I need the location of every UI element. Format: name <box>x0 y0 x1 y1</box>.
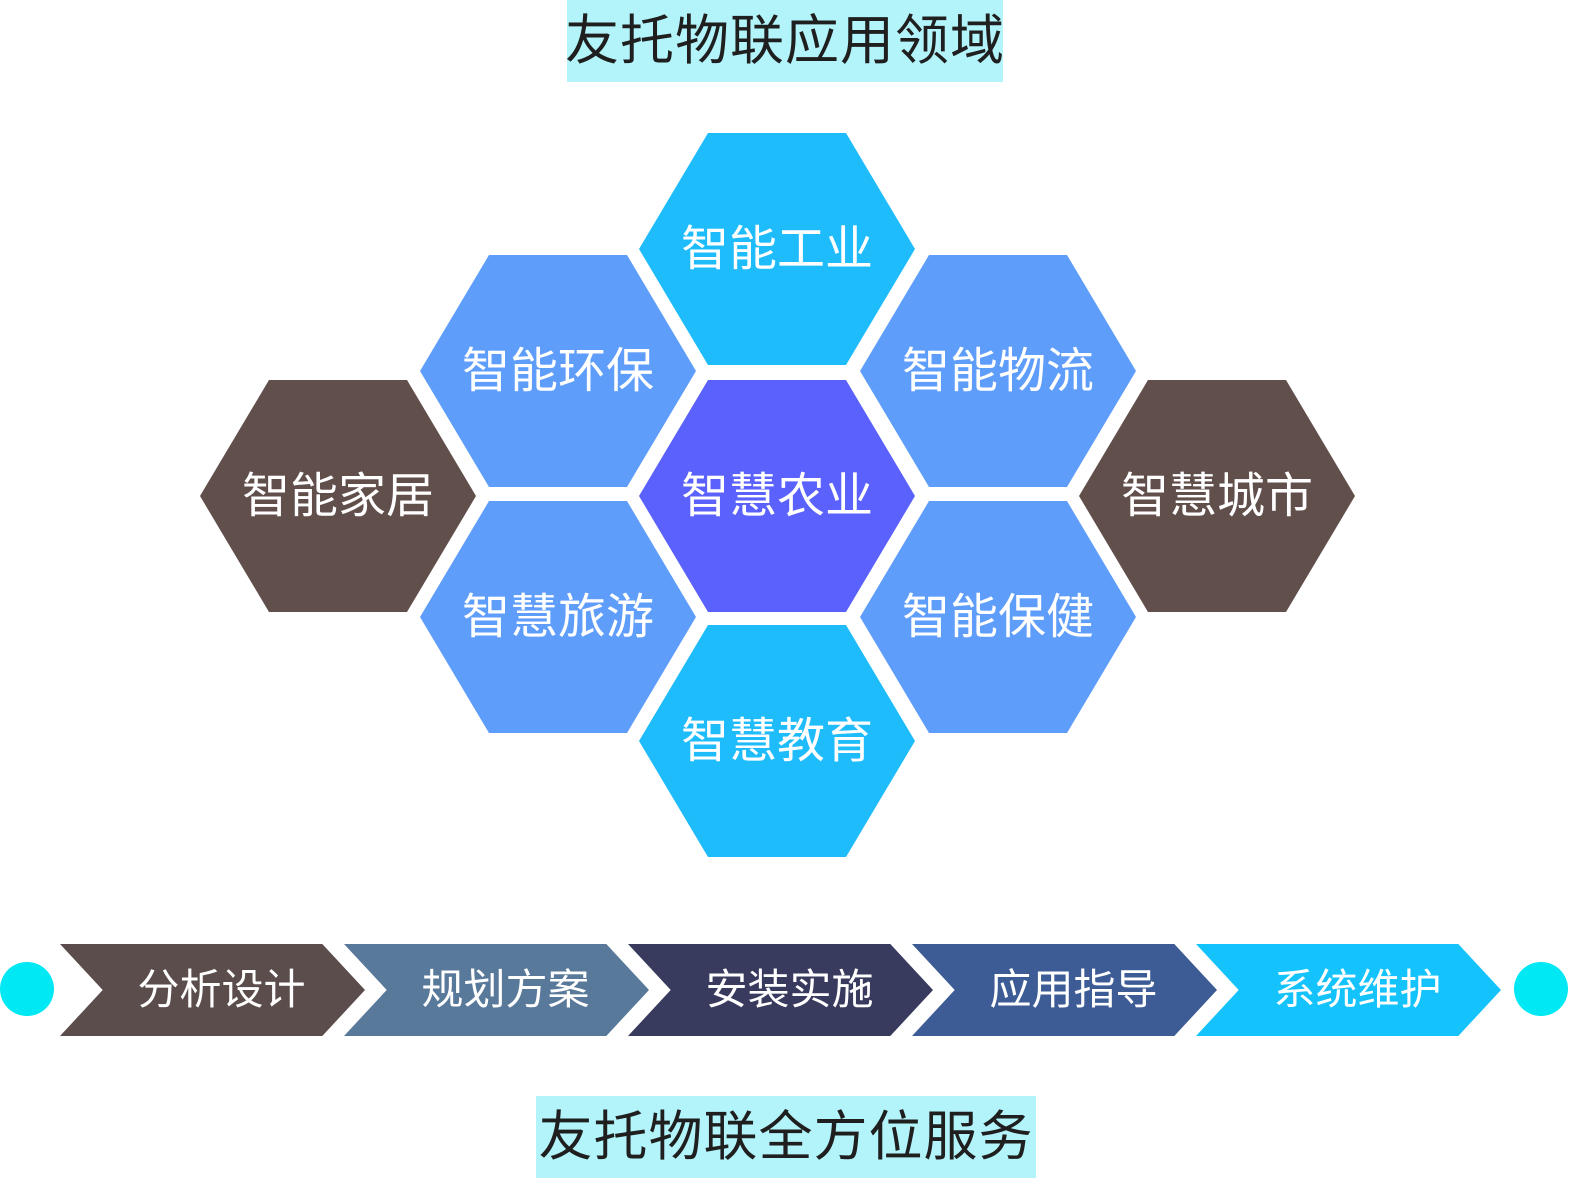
hex-smart-agriculture: 智慧农业 <box>639 380 915 612</box>
top-title: 友托物联应用领域 <box>565 0 1004 82</box>
step-guidance: 应用指导 <box>912 944 1217 1036</box>
step-label: 分析设计 <box>137 965 306 1014</box>
hex-label: 智能环保 <box>461 343 654 399</box>
hex-label: 智慧农业 <box>680 468 873 524</box>
hex-smart-logistics: 智能物流 <box>860 255 1136 487</box>
hex-smart-environment: 智能环保 <box>420 255 696 487</box>
hex-smart-industry: 智能工业 <box>639 133 915 365</box>
hex-label: 智慧教育 <box>680 713 873 769</box>
hex-label: 智慧城市 <box>1120 468 1313 524</box>
process-start-dot <box>0 962 54 1016</box>
hex-smart-healthcare: 智能保健 <box>860 501 1136 733</box>
hex-label: 智慧旅游 <box>461 589 654 645</box>
hex-smart-education: 智慧教育 <box>639 625 915 857</box>
step-label: 规划方案 <box>421 965 590 1014</box>
bottom-title: 友托物联全方位服务 <box>536 1096 1036 1178</box>
hex-label: 智能保健 <box>901 589 1094 645</box>
hex-smart-home: 智能家居 <box>200 380 476 612</box>
step-label: 应用指导 <box>989 965 1158 1014</box>
process-end-dot <box>1514 962 1568 1016</box>
step-label: 系统维护 <box>1273 965 1442 1014</box>
hex-smart-tourism: 智慧旅游 <box>420 501 696 733</box>
hex-label: 智能工业 <box>680 221 873 277</box>
step-analysis-design: 分析设计 <box>60 944 365 1036</box>
hex-smart-city: 智慧城市 <box>1079 380 1355 612</box>
step-maintenance: 系统维护 <box>1196 944 1501 1036</box>
step-planning: 规划方案 <box>344 944 649 1036</box>
step-label: 安装实施 <box>705 965 874 1014</box>
hex-label: 智能物流 <box>901 343 1094 399</box>
step-installation: 安装实施 <box>628 944 933 1036</box>
hex-label: 智能家居 <box>241 468 434 524</box>
service-process: 分析设计 规划方案 安装实施 应用指导 系统维护 <box>0 940 1584 1040</box>
